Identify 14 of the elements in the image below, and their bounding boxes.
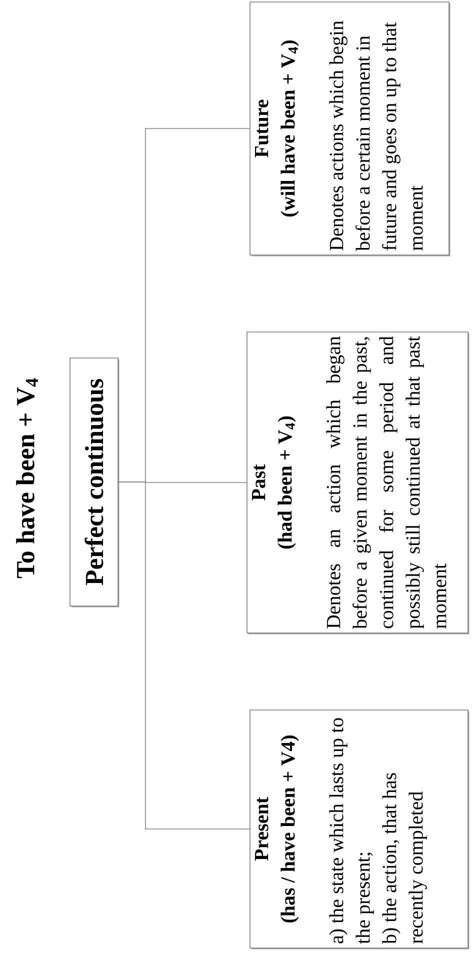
formula-text: (has / have been + V4) <box>280 736 299 922</box>
formula-text: (had been + V$_{4}$) <box>278 416 296 549</box>
tense-box <box>250 2 450 256</box>
connector-line <box>118 128 250 482</box>
tense-box <box>250 710 470 950</box>
category-box: Perfect continuous <box>70 358 120 608</box>
tense-heading: Past <box>252 464 266 500</box>
formula-text: (will have been + V$_{4}$) <box>280 40 299 216</box>
description-text: b) the action, that has recently completed <box>382 773 427 944</box>
tense-box <box>246 332 470 634</box>
tense-heading: Future <box>255 100 268 158</box>
tense-heading: Present <box>255 797 268 861</box>
description-text: a) the state which lasts up to the present; <box>329 718 374 944</box>
title: To have been + V$_{4}$ <box>16 378 38 578</box>
